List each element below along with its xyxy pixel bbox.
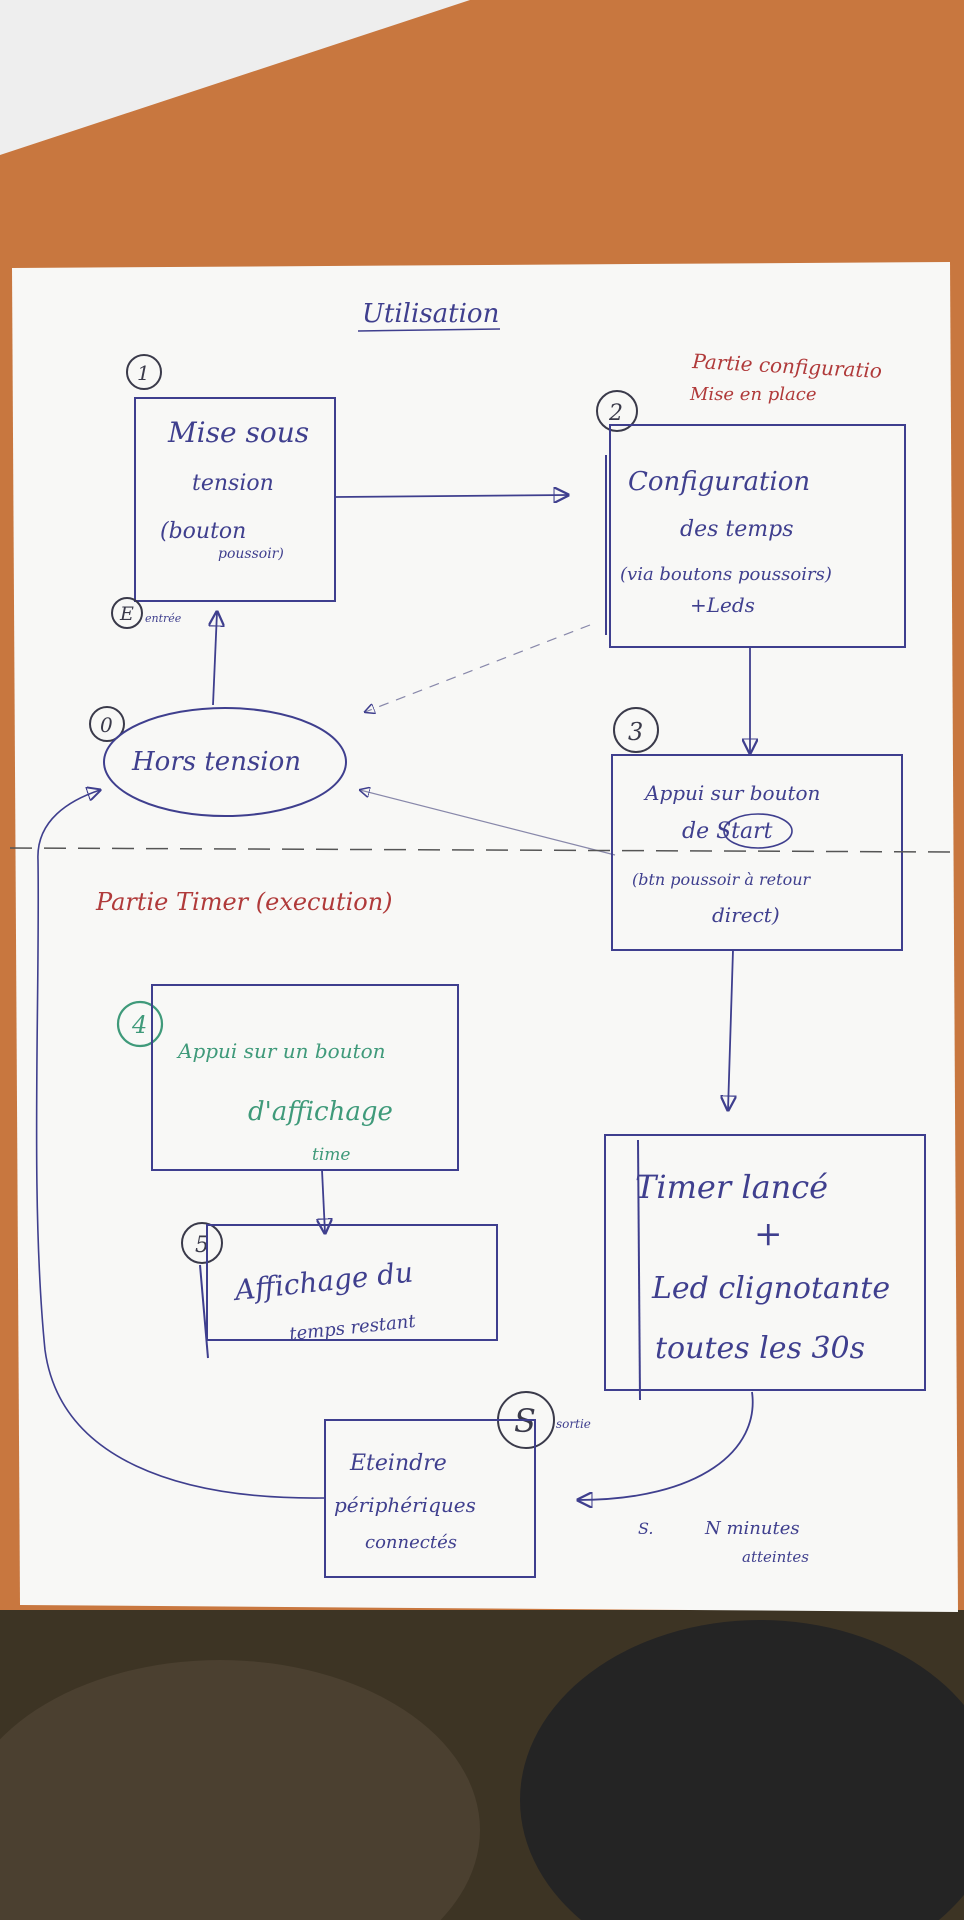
arrow-off-to-step1 (213, 612, 217, 706)
entry-marker-note: entrée (145, 612, 182, 625)
step-2-badge (596, 390, 638, 432)
transition-label-prefix: S. (638, 1519, 653, 1538)
off-state-number: 0 (100, 713, 113, 737)
step-2-line-4: +Leds (690, 593, 755, 617)
step-5-box (206, 1224, 498, 1341)
shutdown-box-line-1: Eteindre (349, 1451, 447, 1476)
entry-marker-letter: E (119, 603, 134, 625)
step-2-line-2: des temps (680, 517, 793, 542)
step-2-line-3: (via boutons poussoirs) (620, 564, 832, 585)
step-3-line-4: direct) (712, 903, 780, 927)
step-3-badge (613, 707, 659, 753)
step-4-line-2: d'affichage (248, 1097, 393, 1127)
arrow-shutdown-to-off (35, 790, 326, 1499)
arrow-step1-to-step2 (334, 495, 568, 497)
entry-marker-badge (111, 597, 143, 629)
timer-box (604, 1134, 926, 1391)
step-5-badge (181, 1222, 223, 1264)
timer-box-line-3: Led clignotante (651, 1271, 890, 1306)
timer-box-left-stroke (637, 1139, 641, 1401)
step-1-number: 1 (137, 361, 150, 385)
shutdown-box-line-2: périphériques (334, 1493, 476, 1517)
step-2-line-1: Configuration (628, 467, 810, 497)
step-4-line-3: time (312, 1145, 350, 1165)
step-5-number: 5 (195, 1233, 209, 1258)
step-4-number: 4 (131, 1011, 147, 1039)
off-state-ellipse (103, 707, 347, 817)
section-divider (9, 847, 956, 853)
off-state-label: Hors tension (131, 747, 301, 777)
timer-box-line-2: + (754, 1214, 783, 1254)
paper-sheet (12, 262, 958, 1612)
arrow-step4-to-step5 (322, 1169, 325, 1233)
faint-arrow-step2-to-off (365, 624, 591, 712)
diagram-title: Utilisation (362, 299, 499, 329)
knee-shadow (520, 1620, 964, 1920)
start-word-circle (723, 813, 793, 849)
step-3-line-1: Appui sur bouton (643, 781, 820, 805)
knee-shadow-2 (0, 1660, 480, 1920)
step-5-box-left-stroke (199, 1264, 209, 1359)
arrow-timer-to-shutdown (578, 1391, 754, 1500)
section-config-sublabel: Mise en place (689, 384, 817, 405)
step-1-line-3: (bouton (160, 519, 246, 544)
step-3-number: 3 (628, 718, 643, 746)
step-1-line-1: Mise sous (167, 416, 309, 449)
transition-label-line-2: atteintes (742, 1548, 809, 1566)
transition-label-line-1: N minutes (704, 1518, 800, 1539)
step-4-badge (116, 1000, 164, 1048)
step-4-box (151, 984, 459, 1171)
shutdown-box-line-3: connectés (365, 1532, 457, 1553)
step-1-line-4: poussoir) (218, 546, 284, 562)
timer-box-line-1: Timer lancé (635, 1168, 828, 1206)
step-2-box (609, 424, 906, 648)
step-3-line-3: (btn poussoir à retour (632, 870, 812, 889)
step-4-line-1: Appui sur un bouton (176, 1039, 386, 1063)
faint-arrow-step3-to-off (360, 790, 616, 856)
step-2-number: 2 (608, 401, 623, 426)
timer-box-line-4: toutes les 30s (655, 1331, 865, 1366)
exit-marker-note: sortie (556, 1417, 591, 1431)
background-sheet (0, 0, 470, 155)
step-1-box (134, 397, 336, 602)
title-underline (357, 328, 501, 332)
off-state-badge (89, 706, 125, 742)
step-1-line-2: tension (192, 471, 274, 496)
arrow-step3-to-timer (728, 949, 733, 1110)
section-timer-label: Partie Timer (execution) (95, 888, 393, 916)
step-1-badge (126, 354, 162, 390)
